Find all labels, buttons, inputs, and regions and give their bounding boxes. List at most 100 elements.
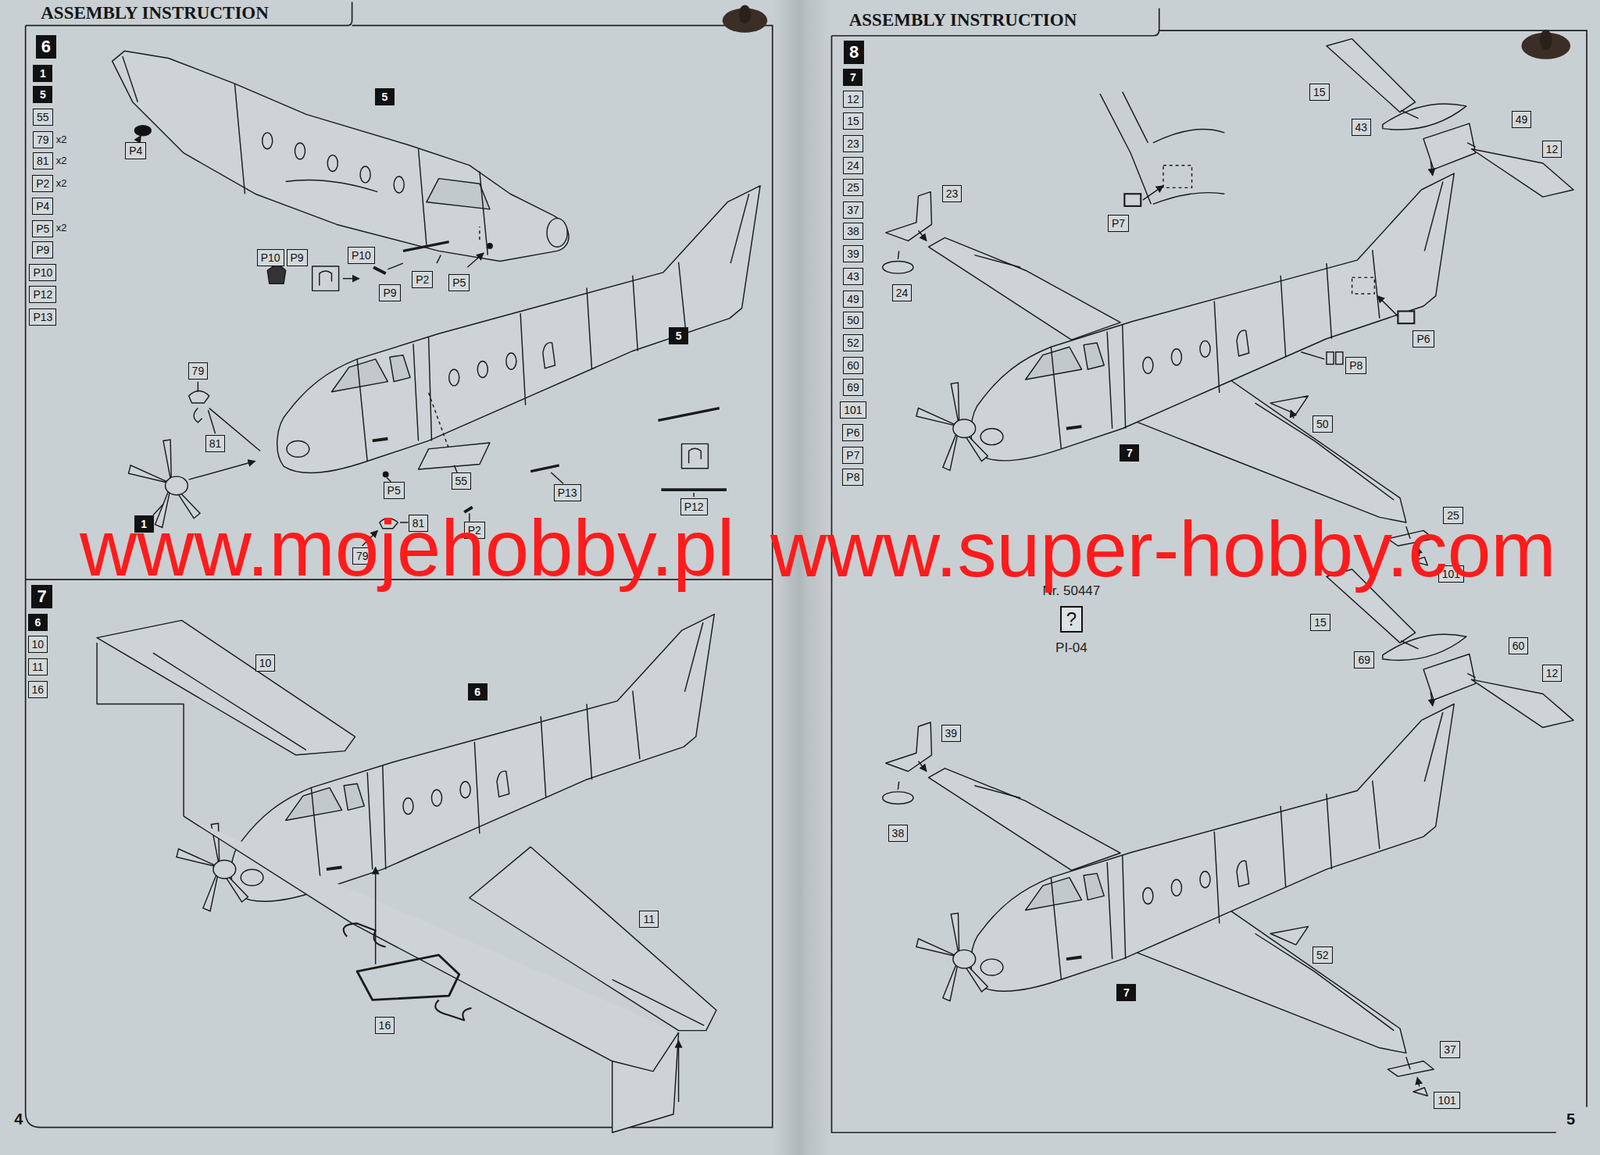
watermark: www.mojehobby.pl — [79, 505, 735, 593]
part-callout: 50 — [1312, 415, 1333, 433]
callout-number: 7 — [1124, 447, 1135, 459]
part-callout: 49 — [842, 290, 864, 308]
callout-number: 39 — [846, 248, 860, 260]
quantity-note: x2 — [56, 222, 68, 234]
step-number: 6 — [35, 35, 57, 59]
callout-number: P7 — [846, 450, 860, 461]
part-callout: 79 — [188, 362, 209, 380]
part-callout: P2 — [32, 175, 54, 193]
callout-number: 15 — [1313, 86, 1326, 98]
callout-number: 7 — [36, 588, 47, 606]
part-callout: 101 — [839, 401, 866, 419]
part-callout: 38 — [888, 825, 909, 843]
step6-airframe — [128, 185, 761, 529]
step-number: 7 — [31, 585, 52, 609]
quantity-note: x2 — [56, 155, 68, 167]
callout-number: P9 — [35, 244, 50, 256]
part-callout: 23 — [942, 185, 963, 203]
part-callout: 16 — [375, 1017, 396, 1035]
quantity-note-text: x2 — [56, 155, 68, 167]
info-box: ? — [1060, 606, 1083, 633]
part-callout: 39 — [842, 245, 864, 263]
page-heading-text: ASSEMBLY INSTRUCTION — [40, 3, 269, 23]
page-heading: ASSEMBLY INSTRUCTION — [849, 10, 1078, 30]
callout-number: 10 — [32, 639, 45, 650]
callout-number: P5 — [35, 223, 50, 235]
part-callout: P9 — [286, 249, 308, 267]
part-callout: 16 — [28, 681, 49, 699]
part-callout: P10 — [28, 264, 57, 282]
callout-number: P5 — [452, 277, 466, 289]
part-callout: P4 — [125, 142, 147, 160]
part-callout: 69 — [1353, 651, 1375, 669]
callout-number: 81 — [36, 155, 50, 167]
callout-number: 7 — [847, 71, 858, 83]
callout-number: P2 — [415, 274, 429, 286]
quantity-note: x2 — [56, 134, 68, 146]
callout-number: 11 — [32, 661, 44, 673]
assembly-ref: 6 — [467, 683, 488, 701]
part-callout: 38 — [842, 222, 864, 240]
assembly-ref: 5 — [375, 88, 395, 106]
watermark-text: www.mojehobby.pl — [79, 505, 735, 593]
quantity-note-text: x2 — [56, 134, 68, 146]
callout-number: 11 — [642, 914, 655, 925]
page-frame — [25, 2, 1587, 1134]
part-callout: P5 — [32, 220, 54, 238]
callout-number: 6 — [472, 686, 483, 698]
part-callout: 39 — [941, 725, 962, 743]
assembly-ref: 7 — [1119, 444, 1140, 462]
part-callout: 12 — [1542, 140, 1563, 158]
callout-number: P13 — [32, 311, 53, 323]
page-number-text: 5 — [1566, 1110, 1575, 1129]
callout-number: 7 — [1121, 987, 1132, 999]
callout-number: 12 — [1546, 667, 1559, 679]
part-callout: 24 — [842, 157, 864, 175]
callout-number: 16 — [32, 684, 45, 696]
callout-number: P10 — [260, 252, 281, 264]
step6-parts — [153, 226, 727, 547]
callout-number: P2 — [35, 178, 50, 190]
callout-number: 60 — [1512, 640, 1525, 652]
part-callout: P5 — [448, 274, 470, 292]
callout-number: P6 — [846, 427, 860, 439]
callout-number: 79 — [36, 134, 50, 146]
part-callout: P13 — [28, 308, 57, 326]
part-callout: 60 — [842, 357, 864, 375]
part-callout: P2 — [411, 271, 433, 289]
callout-number: 12 — [1546, 143, 1559, 155]
callout-number: 101 — [843, 404, 862, 416]
callout-number: 5 — [673, 330, 684, 342]
part-callout: 43 — [1351, 118, 1372, 136]
part-callout: 25 — [842, 178, 864, 197]
assembly-ref: 5 — [668, 327, 689, 345]
page-number: 4 — [14, 1110, 23, 1129]
part-callout: 52 — [842, 334, 864, 352]
part-callout: P10 — [347, 246, 375, 265]
callout-number: 81 — [209, 438, 222, 450]
callout-number: 43 — [1355, 121, 1368, 133]
part-callout: 49 — [1511, 110, 1533, 129]
callout-number: 12 — [846, 93, 860, 105]
callout-number: 52 — [1316, 950, 1329, 961]
callout-number: P9 — [382, 287, 397, 299]
callout-number: 6 — [32, 617, 43, 629]
part-callout: 10 — [28, 635, 49, 654]
callout-number: 25 — [846, 182, 860, 193]
assembly-ref: 7 — [842, 68, 863, 86]
step6-fuselage-half — [112, 50, 569, 291]
part-callout: 23 — [842, 135, 864, 153]
step7-wing-parts — [96, 620, 717, 1133]
part-callout: P10 — [257, 249, 285, 267]
callout-number: 50 — [846, 314, 860, 326]
part-callout: 11 — [639, 910, 659, 929]
callout-number: 10 — [259, 657, 272, 669]
part-callout: 81 — [205, 435, 226, 453]
step8-airframe-b — [882, 569, 1574, 1097]
callout-number: 38 — [846, 225, 860, 237]
callout-number: ? — [1066, 610, 1077, 629]
assembly-ref: 1 — [32, 64, 53, 83]
callout-number: P12 — [32, 289, 53, 300]
callout-number: P5 — [387, 485, 401, 497]
part-callout: 55 — [32, 108, 54, 126]
